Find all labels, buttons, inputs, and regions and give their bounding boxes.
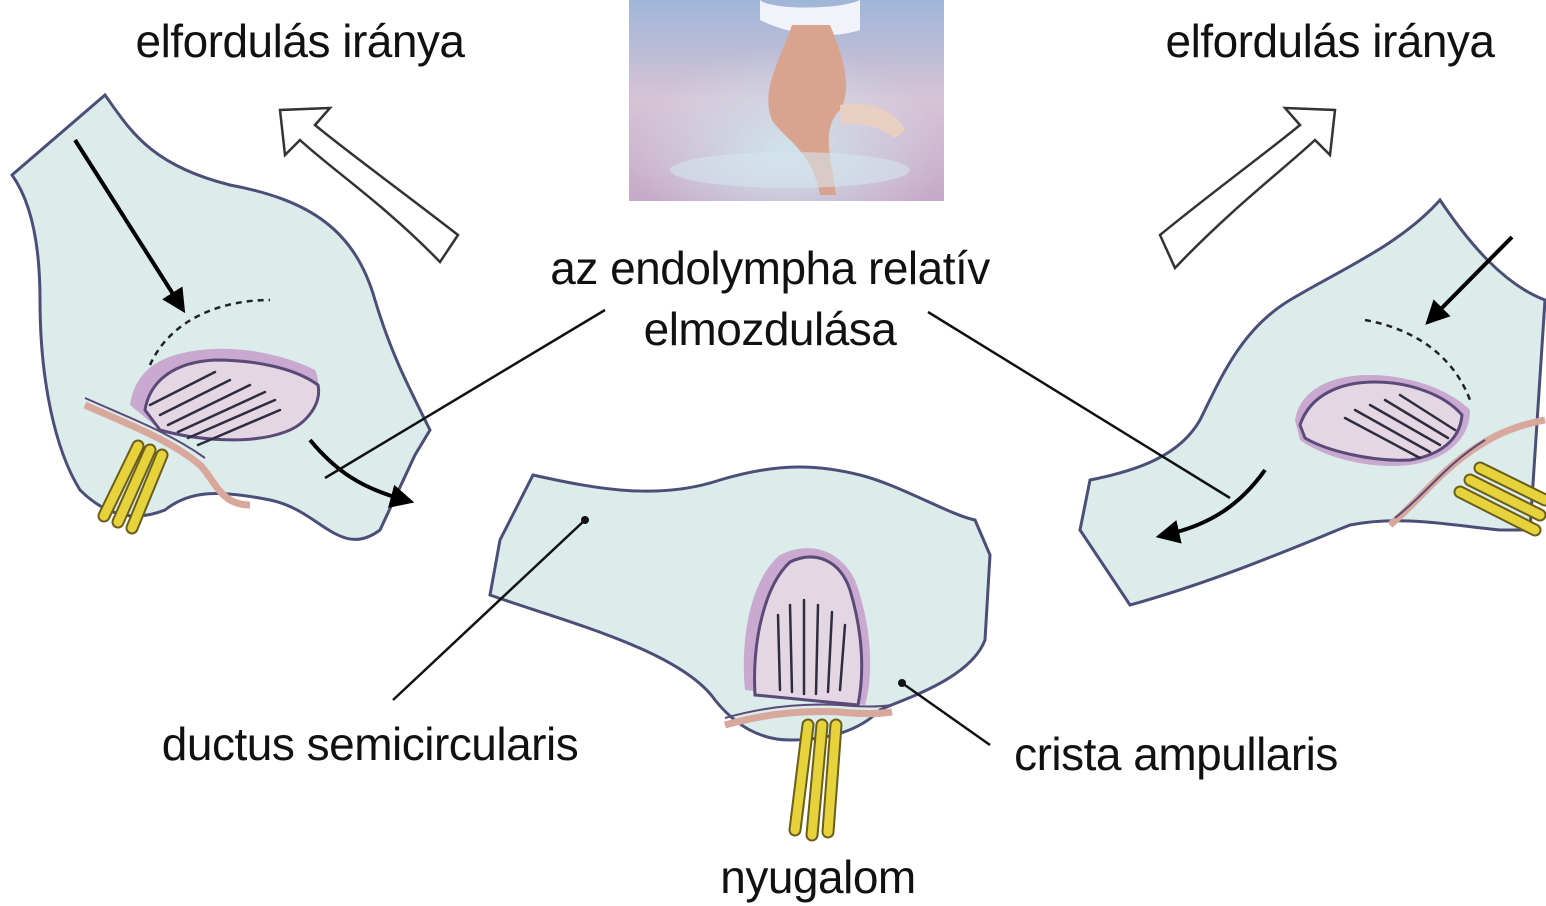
rotation-direction-label-right: elfordulás iránya (1165, 15, 1495, 67)
right-ampulla (1080, 200, 1545, 605)
ductus-semicircularis-label: ductus semicircularis (162, 718, 578, 770)
rotation-direction-label-left: elfordulás iránya (135, 15, 465, 67)
rest-state-label: nyugalom (720, 851, 915, 903)
leader-line-crista (902, 683, 990, 745)
rotation-arrow-right (1160, 108, 1335, 268)
endolymph-label-line2: elmozdulása (644, 303, 898, 355)
left-ampulla (12, 95, 430, 539)
crista-ampullaris-label: crista ampullaris (1014, 728, 1338, 780)
center-ampulla (490, 467, 990, 835)
leader-line-endolymph-right (928, 312, 1230, 498)
dancer-photo (629, 0, 944, 201)
endolymph-label-line1: az endolympha relatív (550, 242, 990, 294)
